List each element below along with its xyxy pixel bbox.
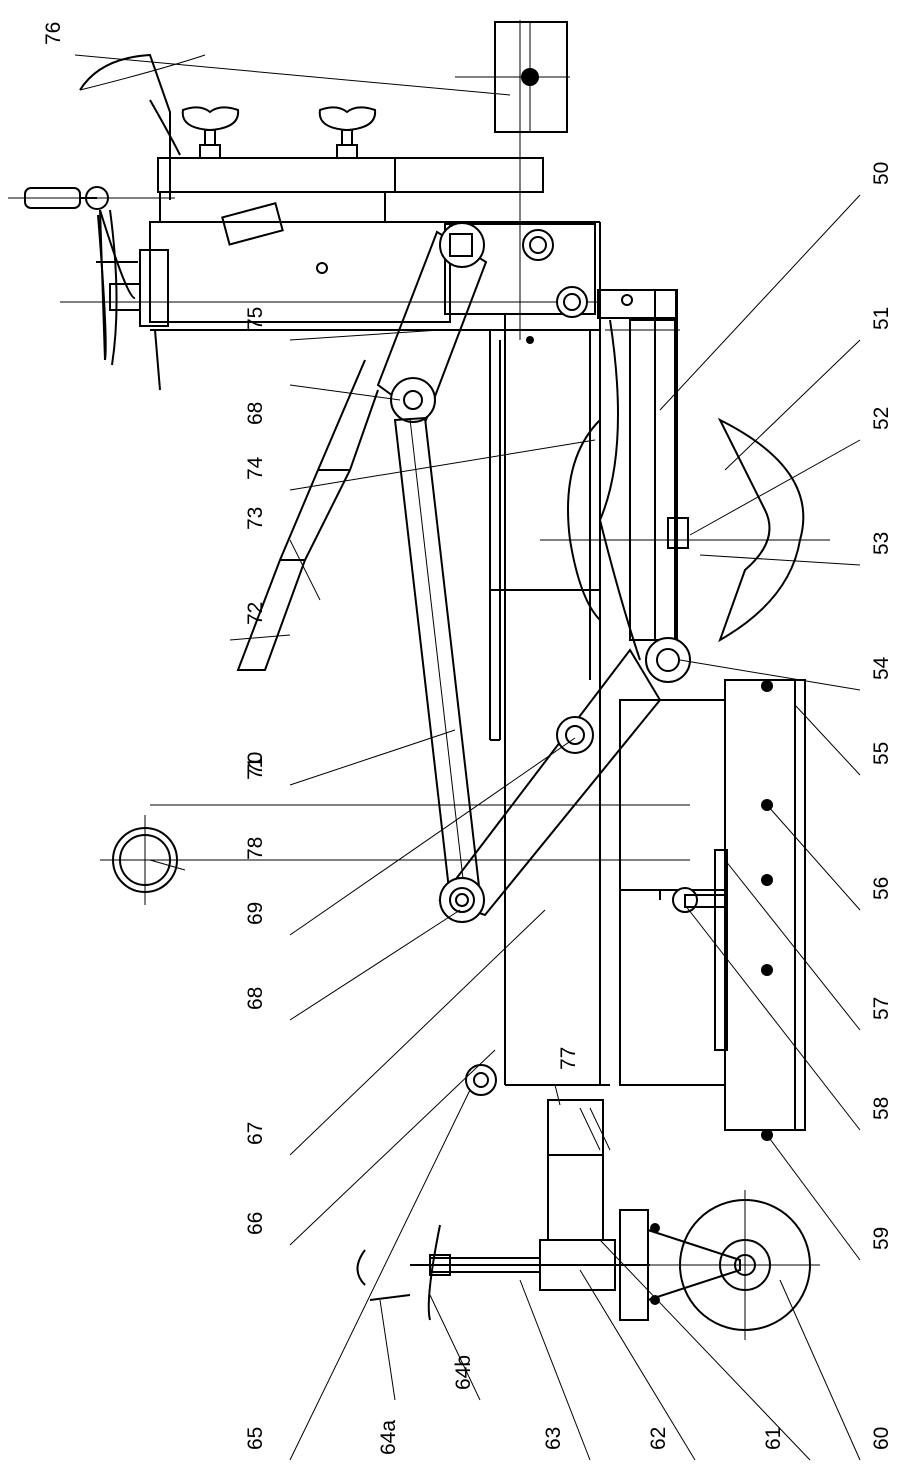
part-label-57: 57 bbox=[870, 997, 893, 1020]
box-assembly bbox=[150, 679, 806, 1141]
part-label-61: 61 bbox=[762, 1427, 785, 1450]
part-labels: 50 51 52 53 54 55 56 57 58 59 60 61 62 6… bbox=[42, 22, 893, 1455]
part-label-76: 76 bbox=[42, 22, 65, 45]
part-label-72: 72 bbox=[244, 602, 267, 625]
part-label-60: 60 bbox=[870, 1427, 893, 1450]
part-label-74: 74 bbox=[244, 456, 267, 480]
part-label-54: 54 bbox=[870, 656, 893, 680]
part-label-65: 65 bbox=[244, 1427, 267, 1450]
part-label-68-lower: 68 bbox=[244, 987, 267, 1010]
part-label-71: 71 bbox=[244, 757, 267, 780]
part-label-50: 50 bbox=[870, 162, 893, 185]
link-bar-72-73 bbox=[236, 359, 379, 671]
part-label-56: 56 bbox=[870, 877, 893, 900]
part-label-52: 52 bbox=[870, 407, 893, 430]
part-label-53: 53 bbox=[870, 532, 893, 555]
part-label-64b: 64b bbox=[452, 1355, 475, 1390]
part-label-51: 51 bbox=[870, 307, 893, 330]
arm-50-assembly bbox=[597, 289, 691, 683]
link-bar-70 bbox=[438, 648, 662, 923]
part-label-78: 78 bbox=[244, 837, 267, 860]
carriage-body bbox=[60, 20, 600, 340]
main-frame bbox=[445, 221, 610, 1096]
blade-disc-51 bbox=[540, 417, 830, 643]
handwheel-assembly bbox=[8, 186, 175, 391]
link-bar-71 bbox=[393, 416, 482, 900]
part-label-63: 63 bbox=[542, 1427, 565, 1450]
part-label-69: 69 bbox=[244, 902, 267, 925]
part-label-59: 59 bbox=[870, 1227, 893, 1250]
part-label-73: 73 bbox=[244, 507, 267, 530]
part-label-55: 55 bbox=[870, 742, 893, 765]
leader-lines bbox=[74, 54, 861, 1461]
link-bar-75 bbox=[376, 222, 488, 423]
ring-78 bbox=[100, 815, 690, 905]
part-label-66: 66 bbox=[244, 1212, 267, 1235]
part-label-62: 62 bbox=[647, 1427, 670, 1450]
part-label-75: 75 bbox=[244, 307, 267, 330]
part-label-77: 77 bbox=[557, 1047, 580, 1070]
part-label-68-upper: 68 bbox=[244, 402, 267, 425]
lower-leg-assembly bbox=[356, 1099, 820, 1340]
indicator-box-76 bbox=[455, 21, 570, 133]
part-label-67: 67 bbox=[244, 1122, 267, 1145]
part-label-64a: 64a bbox=[377, 1420, 400, 1455]
part-label-70: 70 bbox=[244, 752, 267, 775]
part-label-58: 58 bbox=[870, 1097, 893, 1120]
